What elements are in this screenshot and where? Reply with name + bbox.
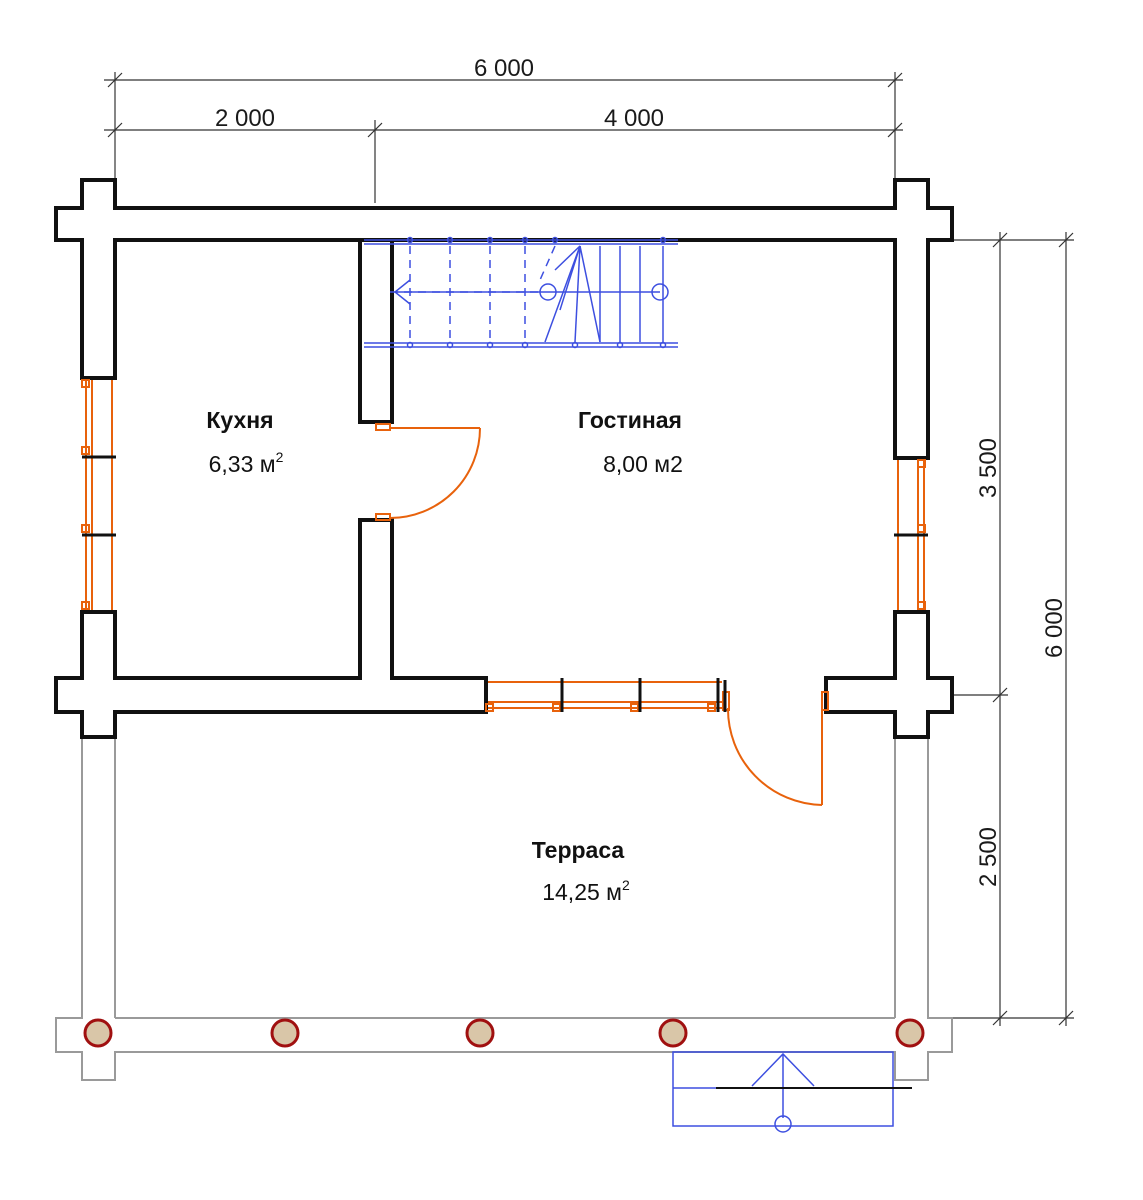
dim-top-right: 4 000 <box>604 105 664 132</box>
terrace-posts <box>83 1018 925 1048</box>
dim-right-total: 6 000 <box>1041 598 1068 658</box>
walls <box>54 178 954 739</box>
room-kitchen-area: 6,33 м2 <box>209 449 284 477</box>
window-mullions <box>82 455 928 712</box>
room-living-name: Гостиная <box>578 407 682 433</box>
dim-top-left: 2 000 <box>215 105 275 132</box>
windows <box>81 379 926 712</box>
dim-right-upper: 3 500 <box>975 438 1002 498</box>
post-3 <box>465 1018 495 1048</box>
post-5 <box>895 1018 925 1048</box>
post-2 <box>270 1018 300 1048</box>
entrance-steps <box>672 1051 894 1133</box>
terrace-outline <box>55 712 953 1081</box>
dim-top-total: 6 000 <box>474 55 534 82</box>
dim-right-lower: 2 500 <box>975 827 1002 887</box>
post-1 <box>83 1018 113 1048</box>
post-4 <box>658 1018 688 1048</box>
stairs <box>364 236 678 349</box>
room-kitchen-name: Кухня <box>206 407 273 433</box>
room-terrace-area: 14,25 м2 <box>542 877 630 905</box>
dimension-lines <box>104 72 1074 1026</box>
room-living-area: 8,00 м2 <box>603 451 683 477</box>
room-terrace-name: Терраса <box>532 837 625 863</box>
